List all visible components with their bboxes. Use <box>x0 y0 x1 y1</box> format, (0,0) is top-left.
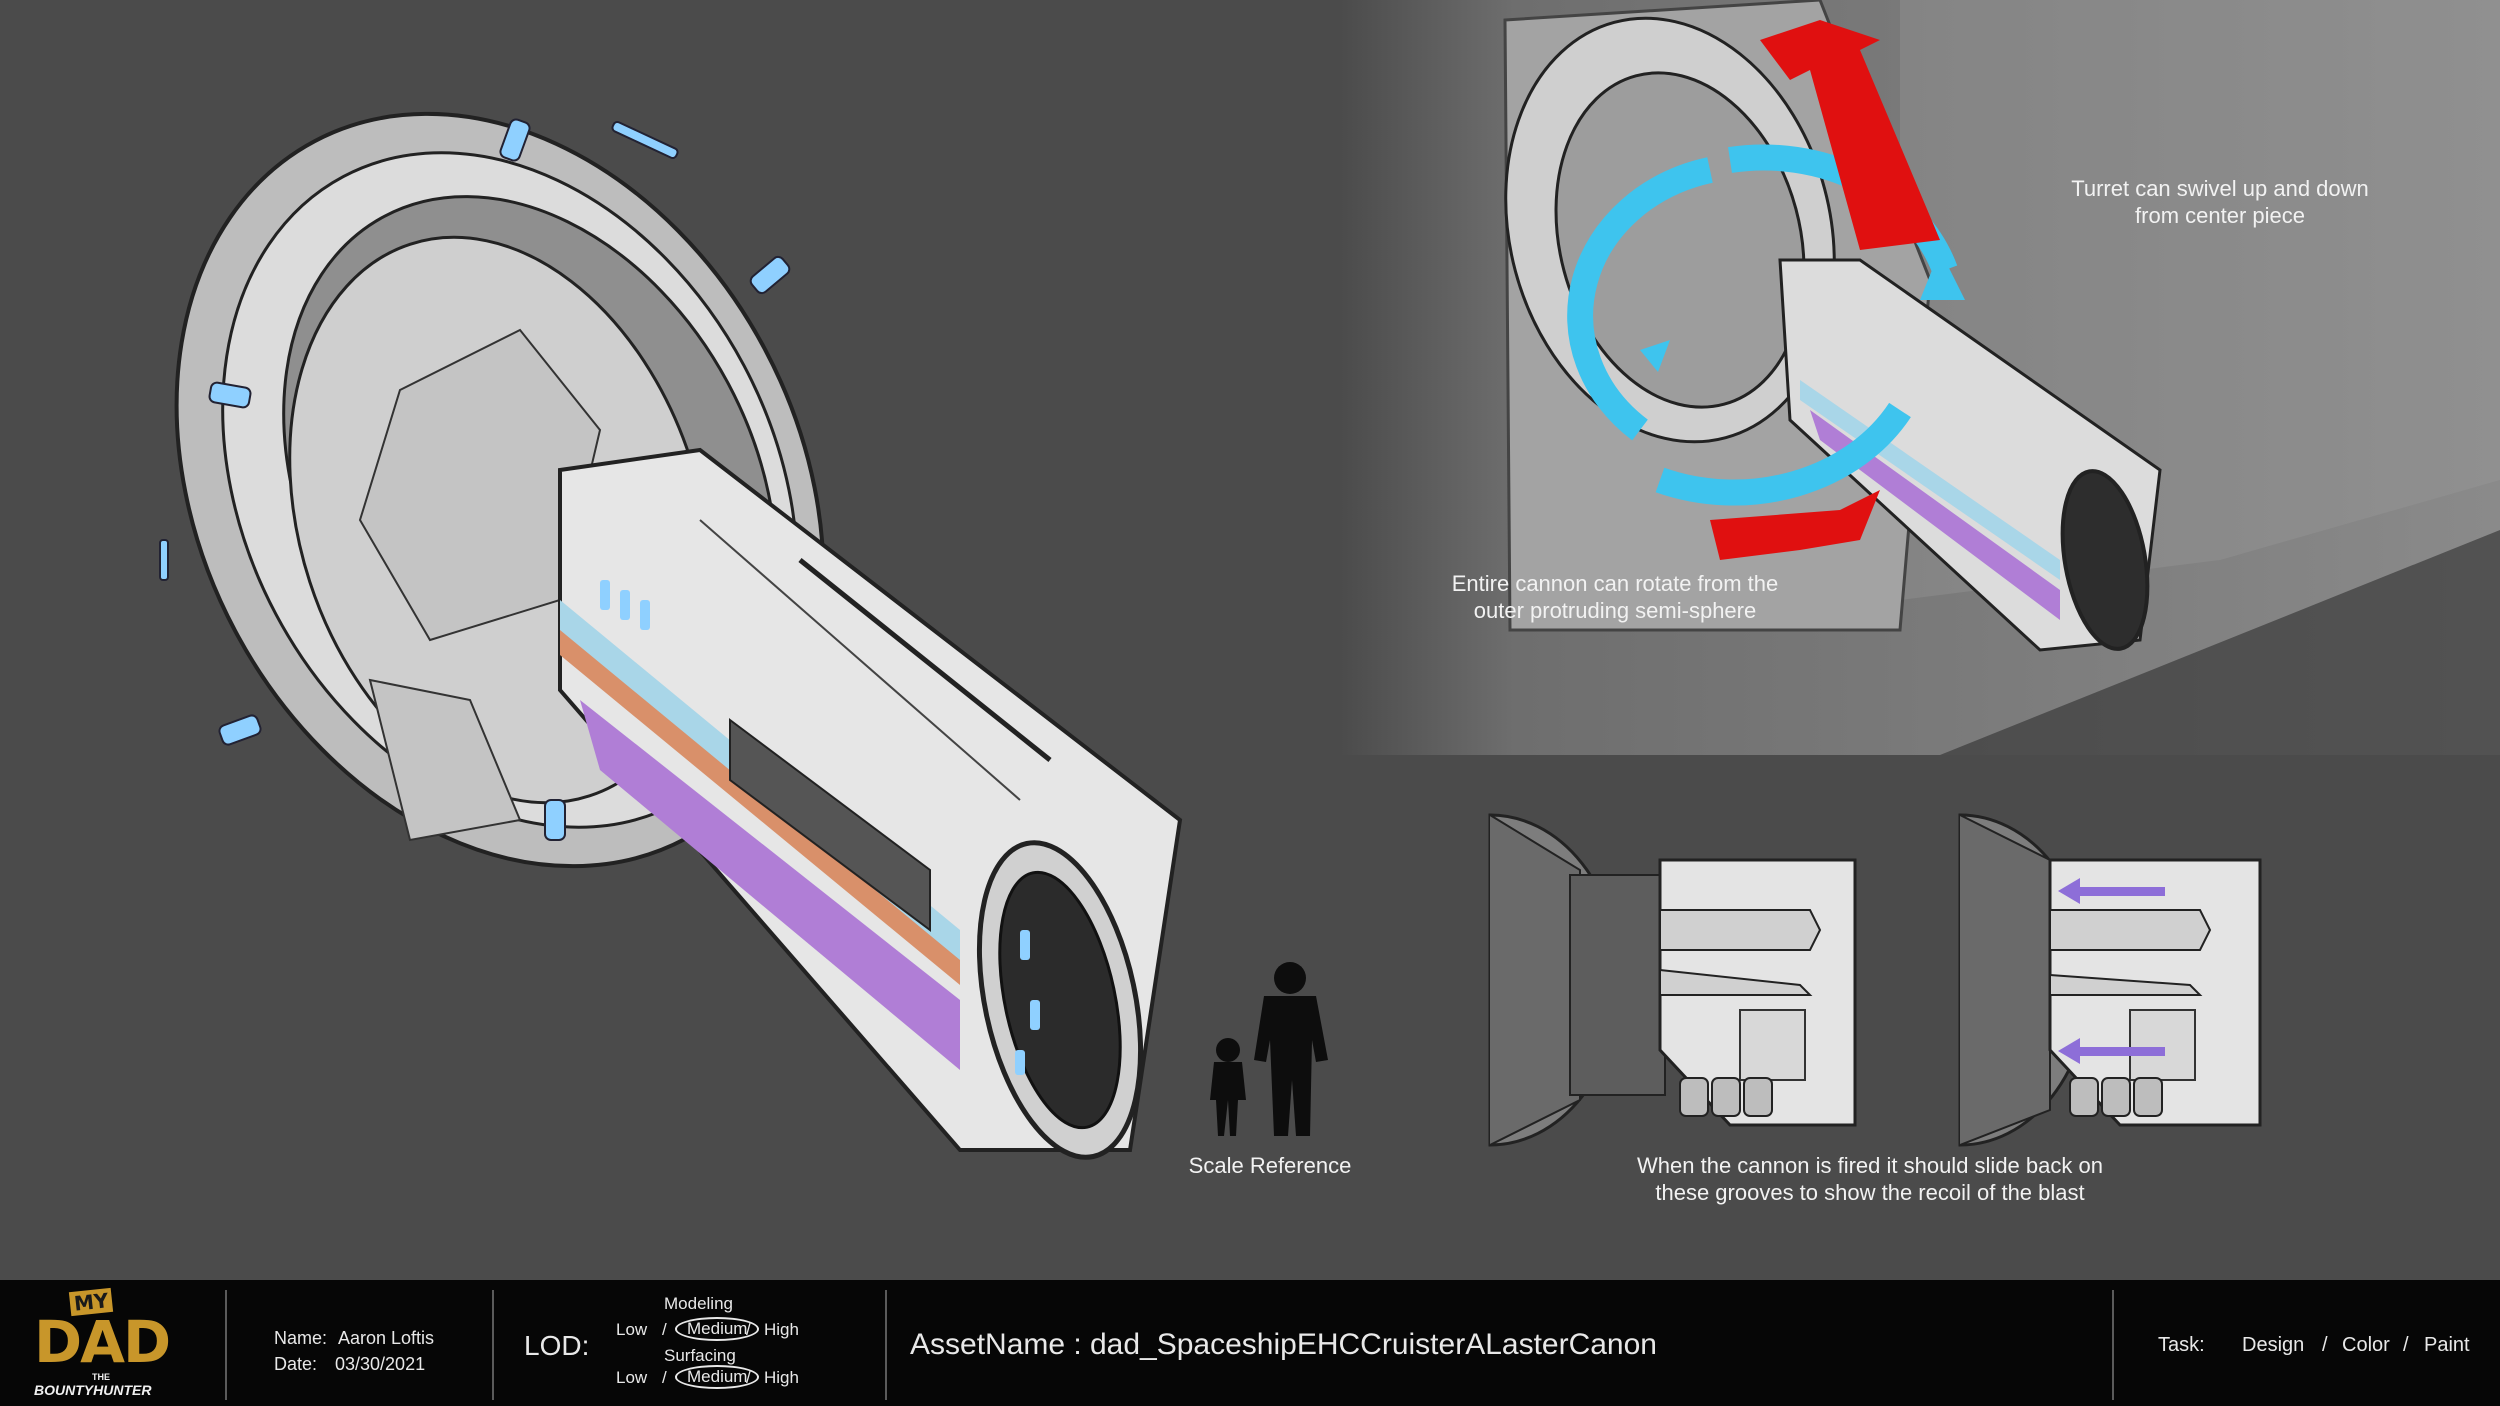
lod-sep: / <box>662 1368 667 1387</box>
lod-modeling-low: Low <box>616 1320 648 1339</box>
lod-label: LOD: <box>524 1330 590 1361</box>
recoil-line-2: these grooves to show the recoil of the … <box>1655 1180 2085 1205</box>
footer-info-bar: MY DAD THE BOUNTYHUNTER Name: Aaron Loft… <box>0 1280 2500 1406</box>
lod-modeling-medium: Medium <box>675 1317 760 1341</box>
scale-reference-label: Scale Reference <box>1188 1153 1352 1178</box>
recoil-line-1: When the cannon is fired it should slide… <box>1637 1153 2103 1178</box>
logo-dad: DAD <box>34 1308 171 1376</box>
swivel-annotation: Turret can swivel up and down from cente… <box>2010 175 2430 229</box>
task-color: Color <box>2342 1334 2390 1356</box>
asset-name-label: AssetName : <box>910 1328 1082 1361</box>
rotate-line-2: outer protruding semi-sphere <box>1473 598 1757 623</box>
name-value: Aaron Loftis <box>338 1328 435 1348</box>
rotate-annotation: Entire cannon can rotate from the outer … <box>1400 570 1830 624</box>
logo-bountyhunter: BOUNTYHUNTER <box>34 1382 152 1398</box>
recoil-annotation: When the cannon is fired it should slide… <box>1560 1152 2180 1206</box>
swivel-line-1: Turret can swivel up and down <box>2071 176 2369 201</box>
game-logo: MY DAD THE BOUNTYHUNTER <box>30 1287 180 1400</box>
divider <box>492 1290 494 1400</box>
logo-the: THE <box>92 1372 110 1382</box>
divider <box>2112 1290 2114 1400</box>
swivel-line-2: from center piece <box>2135 203 2305 228</box>
divider <box>885 1290 887 1400</box>
lod-surfacing-high: High <box>764 1368 799 1387</box>
main-cannon-illustration <box>159 111 1183 1160</box>
task-design: Design <box>2242 1334 2305 1356</box>
lod-sep: / <box>662 1320 667 1339</box>
recoil-diagram-fired <box>1958 813 2262 1147</box>
rotation-diagram-panel <box>1340 0 2500 755</box>
task-paint: Paint <box>2424 1334 2470 1356</box>
date-label: Date: <box>274 1354 318 1374</box>
lod-surfacing-low: Low <box>616 1368 648 1387</box>
date-value: 03/30/2021 <box>335 1354 426 1374</box>
task-label: Task: <box>2158 1334 2205 1356</box>
lod-surfacing-medium: Medium <box>675 1365 760 1389</box>
lod-modeling-high: High <box>764 1320 799 1339</box>
task-sep: / <box>2322 1334 2328 1356</box>
recoil-diagram-default <box>1488 813 1857 1147</box>
rotate-line-1: Entire cannon can rotate from the <box>1451 571 1779 596</box>
divider <box>225 1290 227 1400</box>
concept-art-canvas: Scale Reference <box>159 0 2500 1206</box>
lod-modeling-title: Modeling <box>664 1294 733 1313</box>
lod-sep: / <box>746 1368 751 1387</box>
scale-reference-silhouettes <box>1210 962 1328 1136</box>
asset-name-value: dad_SpaceshipEHCCruisterALasterCanon <box>1090 1328 1657 1361</box>
task-sep: / <box>2403 1334 2409 1356</box>
name-label: Name: <box>274 1328 328 1348</box>
lod-surfacing-title: Surfacing <box>664 1346 736 1365</box>
lod-sep: / <box>746 1320 751 1339</box>
